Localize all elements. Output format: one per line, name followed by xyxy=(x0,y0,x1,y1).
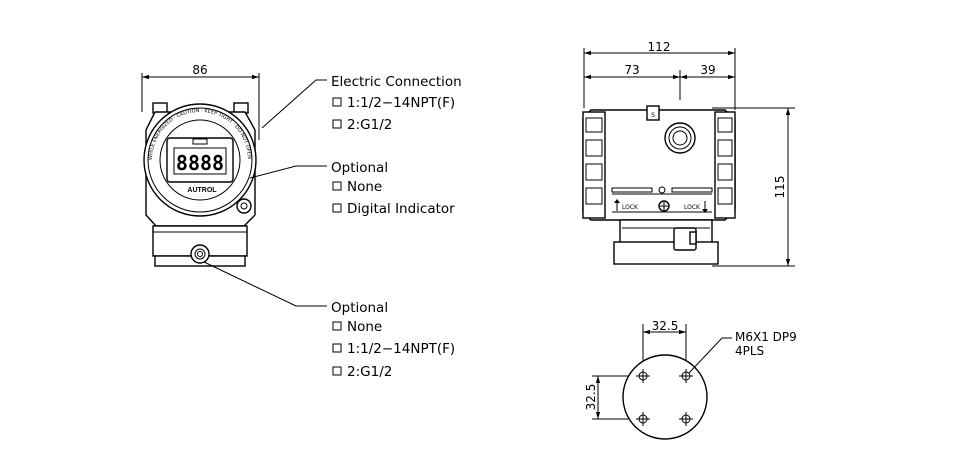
bottom-h-spacing-label: 32.5 xyxy=(652,319,679,333)
front-width-dimension: 86 xyxy=(141,63,260,140)
bottom-horizontal-spacing: 32.5 xyxy=(642,319,687,376)
callout-electric-connection: Electric Connection 1:1/2−14NPT(F) 2:G1/… xyxy=(261,74,462,133)
side-right-width: 39 xyxy=(700,63,715,77)
side-view: 112 73 39 115 S xyxy=(582,40,795,267)
front-width-label: 86 xyxy=(192,63,207,77)
optional-display-option-1: None xyxy=(347,179,382,195)
side-height-label: 115 xyxy=(773,176,787,199)
front-view: 86 WHILE ENERGIZED · CAUTION · KEEP TIGH… xyxy=(141,63,260,267)
electric-connection-title: Electric Connection xyxy=(331,74,462,90)
electric-connection-option-1: 1:1/2−14NPT(F) xyxy=(347,95,455,111)
side-overall-width: 112 xyxy=(648,40,671,54)
bottom-v-spacing-label: 32.5 xyxy=(584,384,598,411)
side-height-dimension: 115 xyxy=(712,107,795,267)
optional-port-option-1: None xyxy=(347,319,382,335)
side-left-width: 73 xyxy=(624,63,639,77)
optional-display-title: Optional xyxy=(331,160,388,176)
side-top-dimensions: 112 73 39 xyxy=(583,40,736,110)
side-lock-right: LOCK xyxy=(684,204,701,211)
electric-connection-option-2: 2:G1/2 xyxy=(347,117,392,133)
bottom-hole-spec-2: 4PLS xyxy=(735,344,764,358)
optional-port-option-2: 1:1/2−14NPT(F) xyxy=(347,341,455,357)
side-lock-left: LOCK xyxy=(622,204,639,211)
optional-port-title: Optional xyxy=(331,300,388,316)
front-display-digits: 8888 xyxy=(176,151,224,175)
front-brand: AUTROL xyxy=(187,187,217,194)
callout-optional-port: Optional None 1:1/2−14NPT(F) 2:G1/2 xyxy=(203,261,455,380)
bottom-hole-spec-1: M6X1 DP9 xyxy=(735,330,797,344)
optional-display-option-2: Digital Indicator xyxy=(347,201,455,217)
bottom-view: 32.5 32.5 M6X1 DP9 4PLS xyxy=(584,319,797,440)
bottom-mount-holes xyxy=(636,369,693,426)
side-plate-s: S xyxy=(651,112,655,119)
front-bottom-port xyxy=(190,244,210,264)
side-conduit-port xyxy=(664,122,696,154)
callout-optional-display: Optional None Digital Indicator xyxy=(249,160,455,217)
optional-port-option-3: 2:G1/2 xyxy=(347,364,392,380)
